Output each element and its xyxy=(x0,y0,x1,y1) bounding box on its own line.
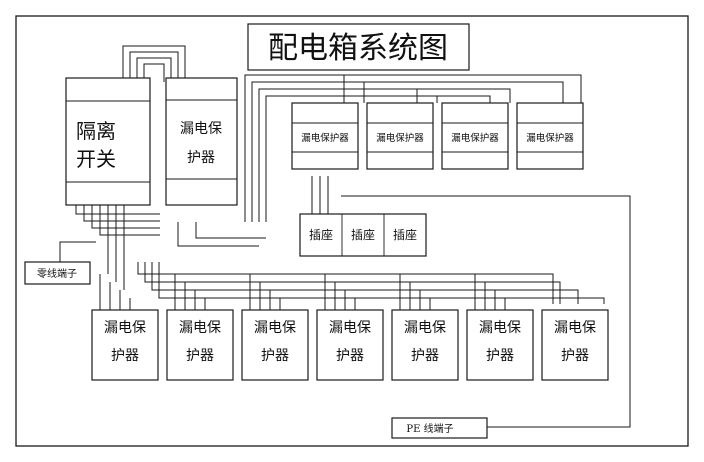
socket-label: 插座 xyxy=(393,227,417,242)
socket-label: 插座 xyxy=(351,227,375,242)
socket-strip: 插座 插座 插座 xyxy=(299,213,427,257)
neutral-terminal: 零线端子 xyxy=(24,261,91,285)
small-rcd-group: 漏电保护器 漏电保护器 漏电保护器 漏电保护器 xyxy=(291,102,584,170)
main-rcd-label-line2: 护器 xyxy=(187,150,215,166)
bottom-rcd-label-line2: 护器 xyxy=(486,348,514,364)
bottom-rcd: 漏电保 护器 xyxy=(541,309,609,381)
bottom-rcd-label-line2: 护器 xyxy=(261,348,289,364)
bottom-rcd-label-line2: 护器 xyxy=(336,348,364,364)
socket-label: 插座 xyxy=(309,227,333,242)
pe-terminal: PE 线端子 xyxy=(391,417,488,439)
bottom-rcd: 漏电保 护器 xyxy=(166,309,234,381)
bottom-rcd-label-line1: 漏电保 xyxy=(554,320,596,336)
pe-terminal-label: PE 线端子 xyxy=(406,422,453,435)
small-rcd: 漏电保护器 xyxy=(516,102,584,170)
bottom-rcd-label-line1: 漏电保 xyxy=(179,320,221,336)
bottom-rcd: 漏电保 护器 xyxy=(316,309,384,381)
bottom-rcd: 漏电保 护器 xyxy=(241,309,309,381)
small-rcd: 漏电保护器 xyxy=(366,102,434,170)
bottom-rcd-label-line2: 护器 xyxy=(186,348,214,364)
main-rcd-label-line1: 漏电保 xyxy=(180,121,222,137)
small-rcd-label: 漏电保护器 xyxy=(451,132,499,144)
bottom-rcd-label-line2: 护器 xyxy=(561,348,589,364)
bottom-rcd-label-line1: 漏电保 xyxy=(329,320,371,336)
wiring xyxy=(59,45,631,428)
bottom-rcd: 漏电保 护器 xyxy=(466,309,534,381)
isolating-switch-label-line1: 隔离 xyxy=(76,119,116,143)
bottom-rcd-label-line2: 护器 xyxy=(411,348,439,364)
bottom-rcd: 漏电保 护器 xyxy=(91,309,159,381)
bottom-rcd: 漏电保 护器 xyxy=(391,309,459,381)
main-rcd: 漏电保 护器 xyxy=(165,77,238,206)
bottom-rcd-label-line1: 漏电保 xyxy=(404,320,446,336)
bottom-rcd-label-line1: 漏电保 xyxy=(104,320,146,336)
isolating-switch-label-line2: 开关 xyxy=(76,147,116,171)
bottom-rcd-label-line1: 漏电保 xyxy=(254,320,296,336)
small-rcd-label: 漏电保护器 xyxy=(376,132,424,144)
bottom-rcd-group: 漏电保 护器 漏电保 护器 漏电保 护器 漏电保 护器 漏电保 护器 漏电保 护… xyxy=(91,309,609,381)
small-rcd-label: 漏电保护器 xyxy=(301,132,349,144)
small-rcd: 漏电保护器 xyxy=(441,102,509,170)
diagram-title: 配电箱系统图 xyxy=(268,31,448,66)
small-rcd: 漏电保护器 xyxy=(291,102,359,170)
isolating-switch: 隔离 开关 xyxy=(65,77,151,206)
bottom-rcd-label-line2: 护器 xyxy=(111,348,139,364)
title-box: 配电箱系统图 xyxy=(247,23,470,71)
neutral-terminal-label: 零线端子 xyxy=(37,267,77,280)
small-rcd-label: 漏电保护器 xyxy=(526,132,574,144)
bottom-rcd-label-line1: 漏电保 xyxy=(479,320,521,336)
